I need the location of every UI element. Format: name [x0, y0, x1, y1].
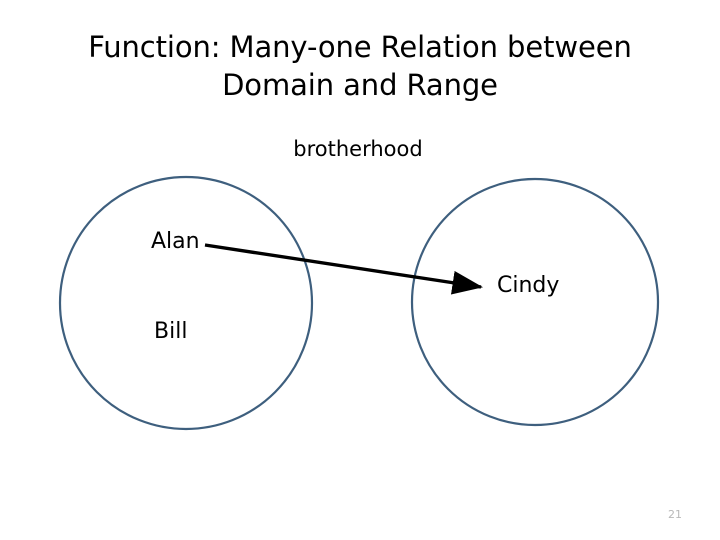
range-set-circle — [410, 177, 660, 427]
relation-label: brotherhood — [293, 137, 423, 161]
domain-element-alan: Alan — [151, 229, 200, 254]
domain-element-bill: Bill — [154, 319, 188, 344]
page-title-line-2: Domain and Range — [222, 68, 498, 103]
range-element-cindy: Cindy — [497, 273, 560, 298]
page-title: Function: Many-one Relation between Doma… — [30, 28, 690, 105]
domain-set-circle — [58, 175, 314, 431]
arrow-alan-to-cindy — [204, 243, 484, 295]
page-number: 21 — [668, 508, 682, 521]
page-title-line-1: Function: Many-one Relation between — [88, 30, 632, 64]
